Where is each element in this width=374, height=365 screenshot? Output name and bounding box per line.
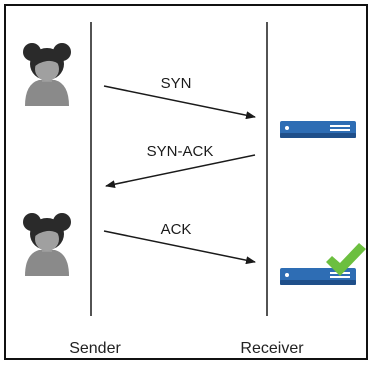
diagram-frame [4, 4, 368, 360]
syn-arrow [103, 85, 256, 120]
server-icon [280, 121, 356, 138]
syn-label: SYN [161, 75, 192, 92]
syn-ack-arrow [105, 154, 256, 189]
receiver-label: Receiver [240, 340, 304, 357]
user-icon [23, 43, 71, 106]
check-icon [326, 243, 366, 276]
sender-label: Sender [69, 340, 121, 357]
ack-label: ACK [161, 221, 192, 238]
ack-arrow [103, 230, 256, 265]
syn-ack-label: SYN-ACK [147, 143, 214, 160]
user-icon [23, 213, 71, 276]
